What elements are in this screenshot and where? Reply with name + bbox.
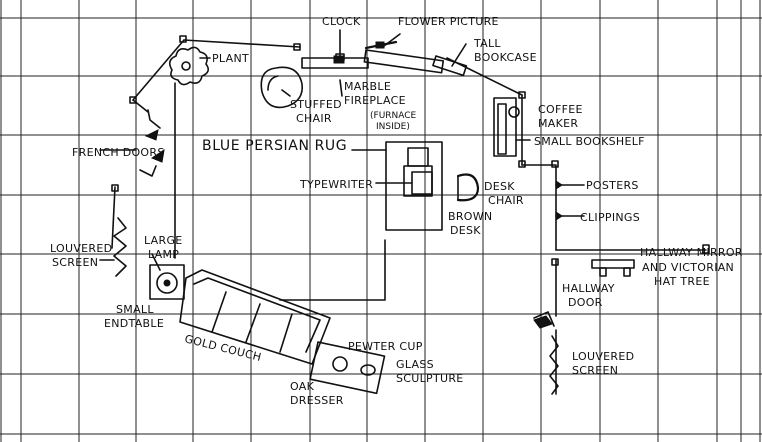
label-small-endtable-2: ENDTABLE (104, 317, 164, 330)
label-large-lamp-1: LARGE (144, 234, 183, 247)
label-louvered-right-1: LOUVERED (572, 350, 634, 363)
label-louvered-left-1: LOUVERED (50, 242, 112, 255)
tall-bookcase (432, 43, 468, 77)
label-hallway-mirror-1: HALLWAY MIRROR (640, 246, 743, 259)
label-coffee-maker-2: MAKER (538, 117, 578, 130)
label-marble-2: FIREPLACE (344, 94, 406, 107)
label-clippings: CLIPPINGS (580, 211, 640, 224)
brown-desk (385, 141, 443, 231)
label-glass-sculpture-2: SCULPTURE (396, 372, 464, 385)
plant-icon (168, 46, 211, 86)
label-posters: POSTERS (586, 179, 639, 192)
marble-fireplace (301, 49, 445, 74)
label-blue-persian-rug: BLUE PERSIAN RUG (202, 138, 347, 154)
label-brown-desk-2: DESK (450, 224, 481, 237)
label-hallway-mirror-2: AND VICTORIAN (642, 261, 734, 274)
label-hallway-mirror-3: HAT TREE (654, 275, 710, 288)
label-louvered-right-2: SCREEN (572, 364, 618, 377)
label-furnace-2: INSIDE) (376, 122, 410, 132)
hallway-mirror (591, 259, 635, 277)
label-plant: PLANT (212, 52, 249, 65)
clock-icon (335, 29, 345, 61)
label-oak-dresser-2: DRESSER (290, 394, 344, 407)
label-flower-picture: FLOWER PICTURE (398, 15, 499, 28)
leader-lines (99, 79, 531, 151)
label-hallway-door-1: HALLWAY (562, 282, 615, 295)
wall-markers (111, 35, 710, 266)
label-large-lamp-2: LAMP (148, 248, 179, 261)
flower-picture-icon (364, 33, 401, 50)
label-tall-bookcase-2: BOOKCASE (474, 51, 537, 64)
posters-marker (555, 180, 585, 190)
label-french-doors: FRENCH DOORS (72, 146, 165, 159)
desk-chair-icon (456, 173, 480, 202)
label-desk-chair-2: CHAIR (488, 194, 524, 207)
label-brown-desk-1: BROWN (448, 210, 492, 223)
label-pewter-cup: PEWTER CUP (348, 340, 423, 353)
french-doors-icon (139, 109, 165, 177)
label-clock: CLOCK (322, 15, 361, 28)
small-endtable (149, 264, 185, 300)
labels: CLOCK FLOWER PICTURE TALL BOOKCASE PLANT… (50, 15, 743, 407)
large-lamp-marker (151, 253, 161, 271)
label-small-bookshelf: SMALL BOOKSHELF (534, 135, 645, 148)
clippings-marker (555, 211, 585, 221)
label-desk-chair-1: DESK (484, 180, 515, 193)
label-marble-1: MARBLE (344, 80, 391, 93)
label-hallway-door-2: DOOR (568, 296, 603, 309)
hallway-door-icon (533, 311, 555, 329)
label-oak-dresser-1: OAK (290, 380, 315, 393)
oak-dresser (309, 341, 386, 395)
stuffed-chair-icon (260, 66, 304, 109)
gold-couch (179, 269, 331, 365)
label-stuffed-chair-2: CHAIR (296, 112, 332, 125)
typewriter-icon (375, 171, 433, 195)
label-furnace-1: (FURNACE (370, 111, 417, 121)
label-typewriter: TYPEWRITER (299, 178, 373, 191)
louvered-screen-right-icon (549, 335, 559, 395)
label-louvered-left-2: SCREEN (52, 256, 98, 269)
label-stuffed-chair-1: STUFFED (290, 98, 342, 111)
coffee-maker (493, 97, 520, 157)
label-coffee-maker-1: COFFEE (538, 103, 583, 116)
louvered-screen-left-icon (99, 217, 127, 277)
small-bookshelf (497, 103, 507, 155)
label-small-endtable-1: SMALL (116, 303, 154, 316)
label-tall-bookcase-1: TALL (473, 37, 501, 50)
label-glass-sculpture-1: GLASS (396, 358, 434, 371)
